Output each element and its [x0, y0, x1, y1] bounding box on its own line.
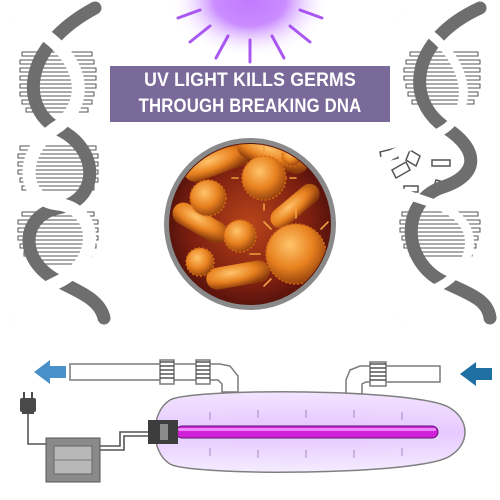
inlet-arrow-icon [460, 362, 492, 386]
headline-line-2: THROUGH BREAKING DNA [138, 96, 362, 117]
inlet-pipe [345, 361, 441, 395]
uv-sun-icon [170, 0, 330, 64]
headline-line-1: UV LIGHT KILLS GERMS [144, 70, 356, 91]
uv-purifier-system [20, 359, 492, 483]
intact-dna-icon [3, 1, 111, 327]
broken-dna-icon [372, 1, 497, 325]
outlet-arrow-icon [34, 360, 66, 384]
outlet-pipe [69, 359, 239, 393]
bacteria-icon [164, 138, 336, 310]
uv-lamp-icon [148, 420, 439, 444]
power-cable [27, 410, 148, 451]
ballast-icon [45, 437, 101, 483]
power-plug-icon [20, 392, 36, 414]
headline-banner: UV LIGHT KILLS GERMS THROUGH BREAKING DN… [110, 66, 390, 122]
